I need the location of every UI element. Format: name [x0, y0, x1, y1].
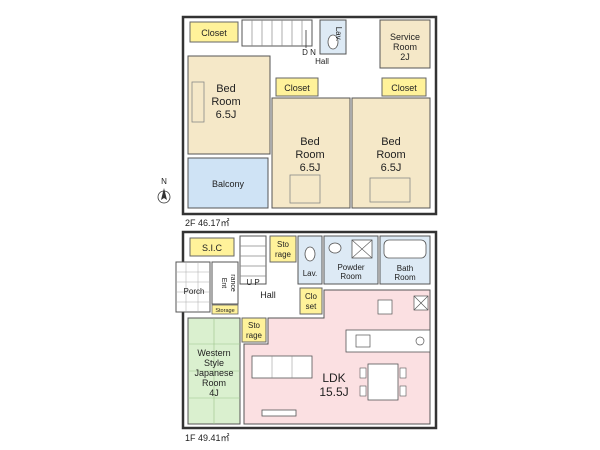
bedroom-1-label-2: Room	[211, 96, 240, 108]
storage-top-label-2: rage	[275, 250, 292, 259]
bedroom-1-label-3: 6.5J	[216, 109, 237, 121]
fridge-icon	[377, 299, 393, 315]
sink-icon	[328, 242, 342, 254]
bed-1-furniture	[191, 81, 205, 123]
down-stair-label: D N	[302, 48, 316, 57]
bedroom-1	[187, 55, 271, 155]
porch-label: Porch	[184, 287, 205, 296]
closet-mid-label: Closet	[284, 83, 310, 93]
compass-arrow-icon	[161, 188, 167, 200]
tv-stand-icon	[261, 409, 297, 417]
first-floor-plan: S.I.C Sto rage Lav. Powder Room Bath Roo…	[175, 230, 438, 430]
storage-mid	[241, 317, 267, 343]
balcony	[187, 157, 269, 209]
bedroom-1-label-1: Bed	[216, 83, 236, 95]
bed-2-furniture	[289, 174, 321, 204]
stove-icon	[415, 336, 425, 346]
entrance-label-2: rance	[229, 274, 236, 292]
bed-3-furniture	[369, 177, 411, 203]
entrance	[211, 261, 239, 305]
shoe-in-closet-label: S.I.C	[202, 243, 223, 253]
bedroom-3	[351, 97, 431, 209]
storage-top	[269, 235, 297, 263]
storage-top-label-1: Sto	[277, 240, 290, 249]
powder-room-label-2: Room	[340, 272, 362, 281]
stair-top	[241, 19, 313, 47]
sofa-icon	[251, 355, 313, 379]
closet-mid	[275, 77, 319, 97]
japanese-room-label-2: Style	[204, 358, 224, 368]
chair-icon	[359, 367, 367, 379]
shoe-in-closet	[189, 237, 235, 257]
service-room	[379, 19, 431, 69]
closet-right	[381, 77, 427, 97]
hall-2f-label: Hall	[315, 57, 329, 66]
hall-1f-label: Hall	[260, 290, 276, 300]
first-floor-area-label: 1F 49.41㎡	[185, 433, 230, 443]
service-room-label-3: 2J	[400, 52, 410, 62]
chair-icon	[359, 385, 367, 397]
closet-right-label: Closet	[391, 83, 417, 93]
tatami-lines	[188, 318, 240, 424]
powder-room-label-1: Powder	[337, 263, 364, 272]
closet-top-left-label: Closet	[201, 28, 227, 38]
toilet-2f-icon	[327, 34, 339, 50]
toilet-1f-icon	[304, 246, 316, 262]
up-stair-label: U P	[246, 278, 259, 287]
storage-mid-label-1: Sto	[248, 321, 261, 330]
closet-1f-label-1: Clo	[305, 292, 318, 301]
porch	[175, 261, 211, 313]
bedroom-2-label-2: Room	[295, 149, 324, 161]
closet-1f	[299, 287, 323, 315]
bath-room-label-2: Room	[394, 273, 416, 282]
second-floor-plan: Closet Lav. D N Hall Service Room 2J Bed…	[181, 15, 438, 216]
stair-treads-1f	[240, 245, 266, 277]
lavatory-2f-label: Lav.	[334, 27, 343, 42]
compass: N	[157, 177, 171, 204]
stair-treads-top	[251, 20, 303, 46]
closet-top-left	[189, 21, 239, 43]
japanese-room-label-4: Room	[202, 378, 226, 388]
bedroom-2-label-3: 6.5J	[300, 162, 321, 174]
stair-1f	[239, 235, 267, 285]
japanese-room-label-3: Japanese	[194, 368, 233, 378]
sink-kitchen-icon	[355, 334, 371, 348]
entrance-label-1: Ent	[220, 278, 227, 289]
storage-mid-label-2: rage	[246, 331, 263, 340]
compass-label: N	[161, 177, 167, 186]
second-floor-area-label: 2F 46.17㎡	[185, 218, 230, 228]
bedroom-3-label-1: Bed	[381, 136, 401, 148]
service-room-label-1: Service	[390, 32, 420, 42]
bedroom-3-label-3: 6.5J	[381, 162, 402, 174]
japanese-room-label-1: Western	[197, 348, 230, 358]
bedroom-2-label-1: Bed	[300, 136, 320, 148]
balcony-label: Balcony	[212, 179, 245, 189]
dining-table-icon	[367, 363, 399, 401]
bathtub-icon	[383, 239, 427, 259]
chair-icon	[399, 367, 407, 379]
porch-tiles	[176, 262, 210, 312]
ldk-label-2: 15.5J	[319, 385, 348, 399]
bath-room-label-1: Bath	[397, 264, 413, 273]
ldk-label-1: LDK	[322, 371, 345, 385]
service-room-label-2: Room	[393, 42, 417, 52]
japanese-room-label-5: 4J	[209, 388, 219, 398]
chair-icon	[399, 385, 407, 397]
bedroom-3-label-2: Room	[376, 149, 405, 161]
closet-1f-label-2: set	[306, 302, 317, 311]
storage-small-label: Storage	[215, 308, 234, 314]
storage-small	[211, 304, 239, 315]
bedroom-2	[271, 97, 351, 209]
lavatory-1f-label: Lav.	[303, 269, 318, 278]
